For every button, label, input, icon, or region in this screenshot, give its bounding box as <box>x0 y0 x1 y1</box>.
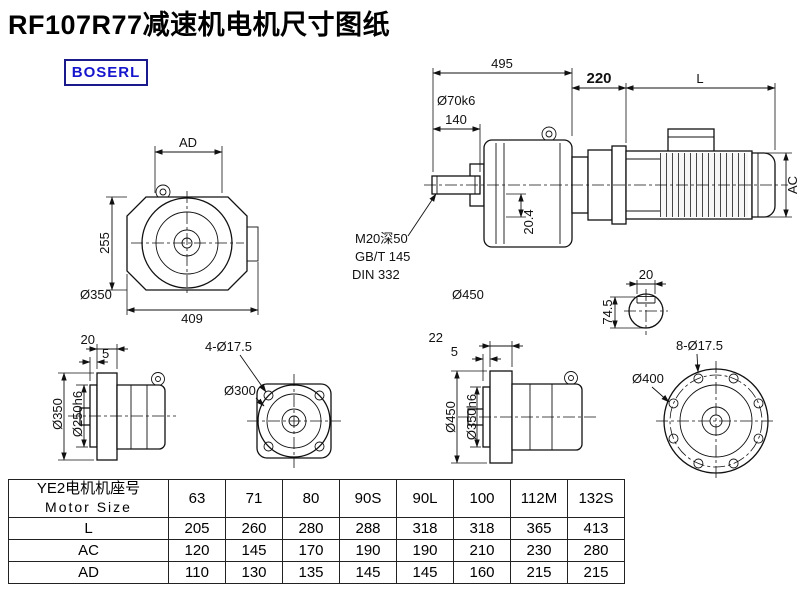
table-header-row: YE2电机机座号 Motor Size 63 71 80 90S 90L 100… <box>8 479 625 518</box>
table-row-ad: AD 110 130 135 145 145 160 215 215 <box>8 561 625 584</box>
flange-front-view-square: 4-Ø17.5 Ø300 <box>205 339 341 468</box>
cell-value: 120 <box>168 539 226 562</box>
cell-value: 160 <box>453 561 511 584</box>
cell-value: 365 <box>510 517 568 540</box>
cell-value: 230 <box>510 539 568 562</box>
dim-label-flange-a-20: 20 <box>81 332 95 347</box>
dim-label-220: 220 <box>586 70 611 87</box>
cell-value: 135 <box>282 561 340 584</box>
note-gbt: GB/T 145 <box>355 249 410 264</box>
table-header-size: 71 <box>225 479 283 518</box>
dim-label-8holes: 8-Ø17.5 <box>676 338 723 353</box>
table-header-size: 90L <box>396 479 454 518</box>
brand-logo: BOSERL <box>64 59 148 86</box>
dim-label-flange-b-dia350: Ø350h6 <box>464 394 479 440</box>
dim-label-409: 409 <box>181 311 203 326</box>
dim-label-495: 495 <box>491 56 513 71</box>
cell-value: 190 <box>396 539 454 562</box>
dim-label-flange-a-5: 5 <box>102 346 109 361</box>
flange-side-view-large: 22 5 Ø450 Ø350h6 <box>429 330 596 464</box>
cell-value: 145 <box>339 561 397 584</box>
cell-value: 170 <box>282 539 340 562</box>
motor-size-table: YE2电机机座号 Motor Size 63 71 80 90S 90L 100… <box>8 479 625 584</box>
dim-label-shaft-dia: Ø70k6 <box>437 93 475 108</box>
table-header-size: 100 <box>453 479 511 518</box>
cell-value: 145 <box>225 539 283 562</box>
dim-label-flange-b-5: 5 <box>451 344 458 359</box>
header-cn: YE2电机机座号 <box>36 480 141 498</box>
table-header-size: 112M <box>510 479 568 518</box>
table-header-size: 63 <box>168 479 226 518</box>
flange-side-view-small: 20 5 Ø350 Ø250h6 <box>50 332 176 461</box>
cell-value: 280 <box>567 539 625 562</box>
cell-value: 130 <box>225 561 283 584</box>
dim-label-255: 255 <box>97 232 112 254</box>
dim-label-dia350: Ø350 <box>80 287 112 302</box>
cell-value: 413 <box>567 517 625 540</box>
cell-value: 205 <box>168 517 226 540</box>
table-header-motor-size: YE2电机机座号 Motor Size <box>8 479 169 518</box>
cell-value: 318 <box>396 517 454 540</box>
table-header-size: 90S <box>339 479 397 518</box>
page-title: RF107R77减速机电机尺寸图纸 <box>8 10 391 40</box>
table-row-ac: AC 120 145 170 190 190 210 230 280 <box>8 539 625 562</box>
dim-label-dia450: Ø450 <box>452 287 484 302</box>
table-header-size: 80 <box>282 479 340 518</box>
row-label: L <box>8 517 169 540</box>
dim-label-flange-b-22: 22 <box>429 330 443 345</box>
dim-label-4holes: 4-Ø17.5 <box>205 339 252 354</box>
note-din: DIN 332 <box>352 267 400 282</box>
brand-logo-text: BOSERL <box>71 64 141 81</box>
flange-front-view-round: 8-Ø17.5 Ø400 <box>632 338 776 481</box>
table-header-size: 132S <box>567 479 625 518</box>
cell-value: 190 <box>339 539 397 562</box>
cell-value: 215 <box>567 561 625 584</box>
dim-label-ac: AC <box>785 176 800 194</box>
row-label: AD <box>8 561 169 584</box>
dim-label-745: 74.5 <box>600 299 615 324</box>
cell-value: 288 <box>339 517 397 540</box>
cell-value: 280 <box>282 517 340 540</box>
row-label: AC <box>8 539 169 562</box>
cell-value: 110 <box>168 561 226 584</box>
table-row-l: L 205 260 280 288 318 318 365 413 <box>8 517 625 540</box>
dim-label-flange-a-dia250: Ø250h6 <box>70 391 85 437</box>
dim-label-ad: AD <box>179 135 197 150</box>
dim-label-flange-a-dia350: Ø350 <box>50 398 65 430</box>
cell-value: 210 <box>453 539 511 562</box>
gearbox-front-view: AD 255 409 Ø350 <box>80 135 259 326</box>
cell-value: 145 <box>396 561 454 584</box>
dim-label-dia300: Ø300 <box>224 383 256 398</box>
cell-value: 260 <box>225 517 283 540</box>
header-en: Motor Size <box>45 499 132 516</box>
cell-value: 318 <box>453 517 511 540</box>
note-m20: M20深50 <box>355 231 408 246</box>
cell-value: 215 <box>510 561 568 584</box>
dim-label-204: 20.4 <box>521 209 536 234</box>
dim-label-key20: 20 <box>639 267 653 282</box>
dim-label-flange-b-dia450: Ø450 <box>443 401 458 433</box>
dim-label-l: L <box>696 71 703 86</box>
dim-label-dia400: Ø400 <box>632 371 664 386</box>
dim-label-140: 140 <box>445 112 467 127</box>
assembly-side-view: 495 140 Ø70k6 220 L AC 20.4 M20深50 GB/T … <box>352 56 800 335</box>
